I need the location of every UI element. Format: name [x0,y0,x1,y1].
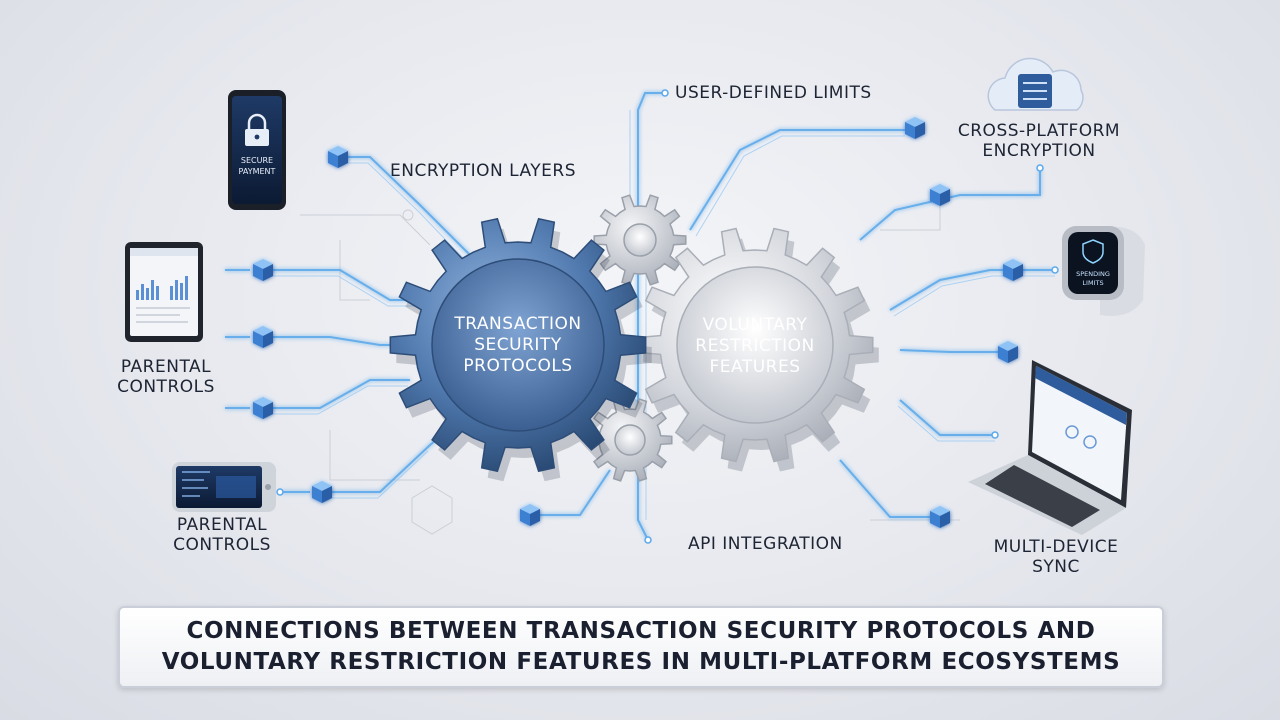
small-gear-bottom [587,398,673,482]
label-multi-device-sync-1: MULTI-DEVICE [993,537,1119,557]
gear-hub [431,258,605,432]
label-cross-platform-encryption-1: CROSS-PLATFORM [957,121,1121,141]
gear-hub [676,266,834,424]
gear-left-line-3: PROTOCOLS [463,356,572,376]
gear-right-line-3: FEATURES [709,357,800,377]
watch-shield-icon [1082,239,1104,264]
node-cube-icon [930,184,950,206]
label-api-integration: API INTEGRATION [688,534,843,554]
label-parental-controls-1a: PARENTAL [120,357,212,377]
gear-hub [614,424,646,456]
watch-line-2: LIMITS [1082,279,1103,287]
label-parental-controls-2a: PARENTAL [176,515,268,535]
node-cube-icon [930,506,950,528]
label-parental-controls-1b: CONTROLS [117,377,215,397]
node-cube-icon [1003,259,1023,281]
laptop-device [968,360,1132,535]
gear-left-line-1: TRANSACTION [453,314,581,334]
smartwatch-device: SPENDING LIMITS [1062,226,1145,316]
gear-right-line-2: RESTRICTION [695,336,814,356]
endpoint-dots [276,89,1059,544]
caption-text: CONNECTIONS BETWEEN TRANSACTION SECURITY… [161,618,1121,675]
node-cube-icon [328,146,348,168]
watch-line-1: SPENDING [1076,270,1110,278]
node-cube-icon [998,341,1018,363]
node-cube-icon [253,397,273,419]
landscape-phone-device [172,462,276,512]
caption-banner: CONNECTIONS BETWEEN TRANSACTION SECURITY… [118,606,1164,688]
small-gear-top [593,194,687,286]
node-cube-icon [312,481,332,503]
label-user-defined-limits: USER-DEFINED LIMITS [675,83,872,103]
gear-hub [623,223,657,257]
cloud-server-icon [987,57,1084,111]
node-cube-icon [905,117,925,139]
tablet-device [125,242,203,342]
label-cross-platform-encryption-2: ENCRYPTION [982,141,1096,161]
label-multi-device-sync-2: SYNC [1032,557,1080,577]
gear-right-line-1: VOLUNTARY [703,315,808,335]
gear-left-line-2: SECURITY [474,335,562,355]
gear-voluntary-restriction [636,227,879,472]
node-cube-icon [520,504,540,526]
tablet-bar-chart [136,276,188,300]
connector-lines-thin [263,110,1055,520]
phone-line-2: PAYMENT [239,167,276,176]
node-cubes [253,117,1023,528]
lock-icon [245,113,269,146]
label-encryption-layers: ENCRYPTION LAYERS [390,161,576,181]
node-cube-icon [253,326,273,348]
phone-line-1: SECURE [241,156,273,165]
phone-device: SECURE PAYMENT [228,90,286,210]
label-parental-controls-2b: CONTROLS [173,535,271,555]
gear-transaction-security [389,217,652,482]
node-cube-icon [253,259,273,281]
